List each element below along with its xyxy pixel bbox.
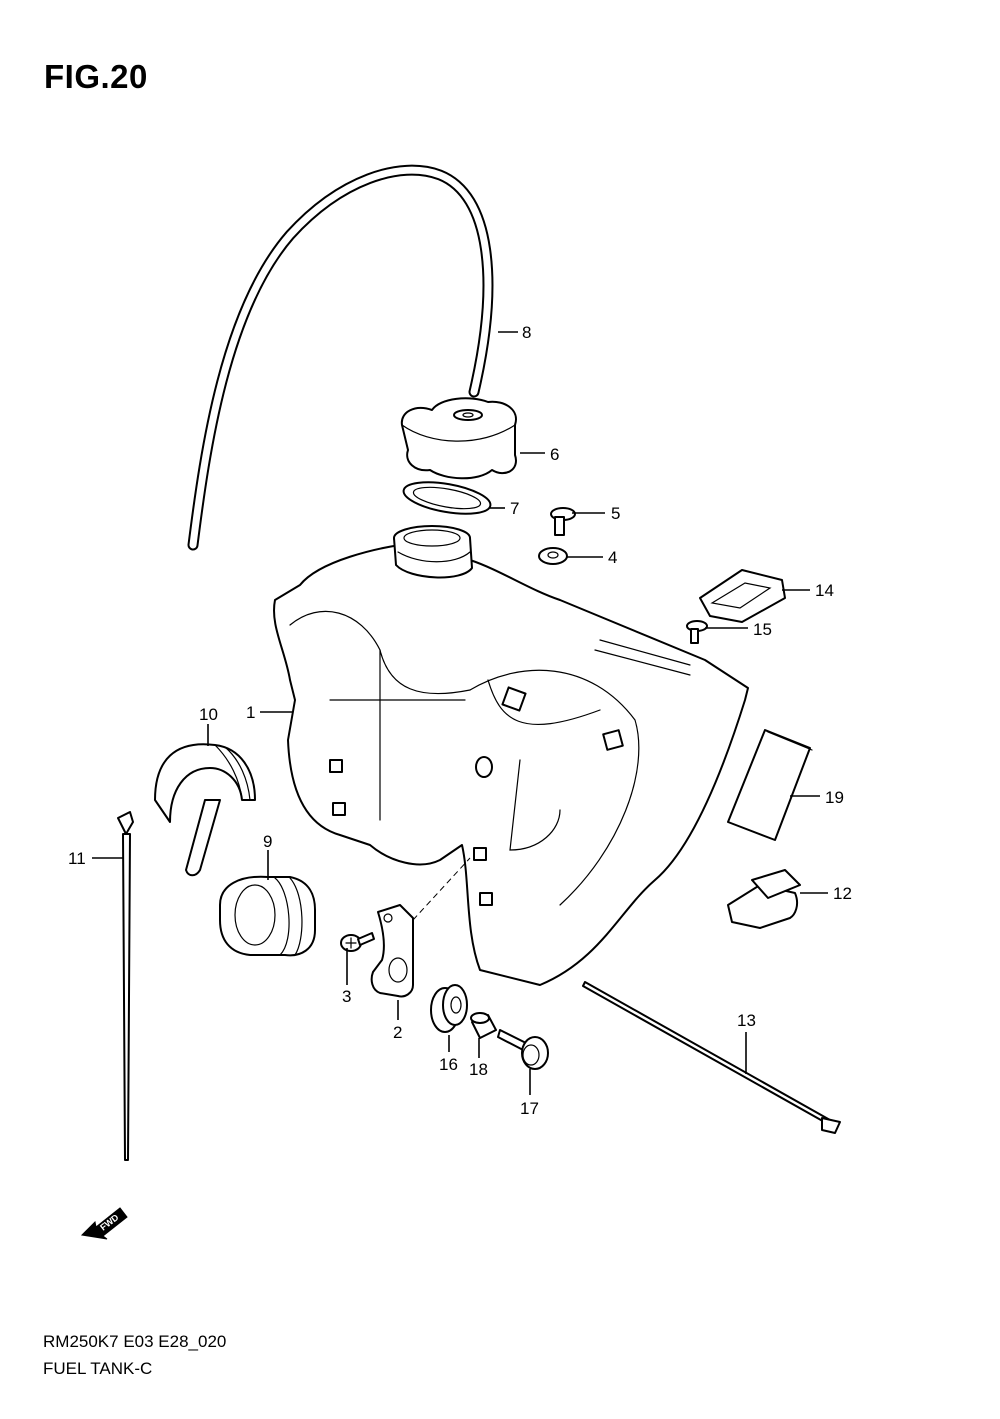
- callout-14: 14: [815, 581, 834, 600]
- callout-10: 10: [199, 705, 218, 724]
- callout-9: 9: [263, 832, 272, 851]
- callout-15: 15: [753, 620, 772, 639]
- callout-6: 6: [550, 445, 559, 464]
- callout-3: 3: [342, 987, 351, 1006]
- screw-5: [550, 507, 576, 536]
- figure-code: RM250K7 E03 E28_020: [43, 1332, 227, 1351]
- callout-8: 8: [522, 323, 531, 342]
- callout-13: 13: [737, 1011, 756, 1030]
- collar-18: [470, 1012, 497, 1039]
- pad-12: [727, 869, 801, 929]
- cable-tie-13: [582, 981, 841, 1134]
- callout-5: 5: [611, 504, 620, 523]
- figure-name: FUEL TANK-C: [43, 1359, 153, 1378]
- cable-tie-11: [117, 811, 134, 1161]
- washer-4: [538, 547, 568, 565]
- callout-7: 7: [510, 499, 519, 518]
- callout-19: 19: [825, 788, 844, 807]
- fuel-cap: [400, 397, 517, 480]
- callout-2: 2: [393, 1023, 402, 1042]
- bolt-17: [497, 1029, 549, 1070]
- callout-12: 12: [833, 884, 852, 903]
- bracket-2: [370, 904, 414, 998]
- cap-gasket: [402, 481, 492, 515]
- callout-11: 11: [68, 849, 86, 868]
- pad-19: [727, 729, 813, 841]
- screw-3: [340, 932, 375, 952]
- grommet-16: [430, 984, 468, 1033]
- callout-1: 1: [246, 703, 255, 722]
- fwd-arrow-icon: FWD: [80, 1207, 128, 1240]
- fuel-tank: [273, 525, 749, 986]
- callout-4: 4: [608, 548, 617, 567]
- breather-hose: [187, 164, 494, 551]
- screw-15: [686, 620, 708, 644]
- callout-17: 17: [520, 1099, 539, 1118]
- protector-10: [154, 743, 256, 877]
- alignment-line: [412, 857, 471, 921]
- strap-clip: [699, 569, 786, 623]
- leader-lines: [92, 331, 828, 1095]
- callout-16: 16: [439, 1055, 458, 1074]
- cushion-9: [219, 875, 316, 957]
- figure-title: FIG.20: [44, 58, 148, 95]
- callout-18: 18: [469, 1060, 488, 1079]
